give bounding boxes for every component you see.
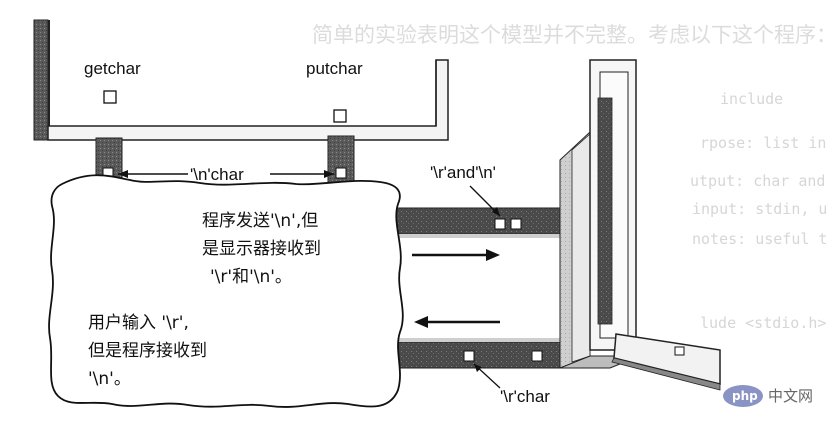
user-note-line-3: '\n'。 xyxy=(88,369,131,389)
n-square xyxy=(510,218,522,230)
putchar-char-square xyxy=(335,167,347,179)
putchar-output-square xyxy=(333,109,347,123)
bg-line-6: notes: useful to show that buffering, ed… xyxy=(692,230,826,248)
php-watermark: php 中文网 xyxy=(723,385,813,407)
output-pipe: '\r'and'\n' xyxy=(395,163,577,261)
getchar-label: getchar xyxy=(84,59,141,78)
putchar-label: putchar xyxy=(306,59,363,78)
php-logo-icon xyxy=(723,385,763,407)
r-char-label: '\r'char xyxy=(500,387,550,406)
pipe-r-square xyxy=(531,350,543,362)
computer-frame xyxy=(33,19,449,141)
bg-line-3: rpose: list individually all the chars s… xyxy=(700,134,826,152)
watermark-text: 中文网 xyxy=(768,387,813,405)
bg-line-5: input: stdin, until end of file xyxy=(692,200,826,218)
r-square xyxy=(494,218,506,230)
key-square xyxy=(674,346,685,356)
newline-char-label: '\n'char xyxy=(190,165,244,184)
terminal xyxy=(559,59,721,391)
bg-line-2: include xyxy=(720,90,783,108)
r-and-n-label: '\r'and'\n' xyxy=(430,163,496,182)
bg-line-7: lude <stdio.h> xyxy=(700,314,826,332)
input-pipe: '\r'char xyxy=(395,316,577,406)
user-note-line-1: 用户输入 '\r', xyxy=(88,313,189,333)
program-note-line-1: 程序发送'\n',但 xyxy=(202,211,318,231)
background-text: 简单的实验表明这个模型并不完整。考虑以下这个程序： include rpose:… xyxy=(312,23,826,332)
getchar-input-square xyxy=(103,90,117,104)
bg-line-4: utput: char and ascii code, one pair per… xyxy=(690,172,826,190)
newline-char-arrow: '\n'char xyxy=(118,165,334,184)
bg-line-1: 简单的实验表明这个模型并不完整。考虑以下这个程序： xyxy=(312,23,826,47)
program-note-line-3: '\r'和'\n'。 xyxy=(210,267,292,287)
user-r-square xyxy=(463,350,475,362)
user-note-line-2: 但是程序接收到 xyxy=(88,341,207,361)
watermark-badge: php xyxy=(732,389,758,403)
program-note: 程序发送'\n',但 是显示器接收到 '\r'和'\n'。 xyxy=(202,211,321,287)
os-cloud xyxy=(48,174,404,408)
user-note: 用户输入 '\r', 但是程序接收到 '\n'。 xyxy=(88,313,207,389)
program-note-line-2: 是显示器接收到 xyxy=(202,239,321,259)
